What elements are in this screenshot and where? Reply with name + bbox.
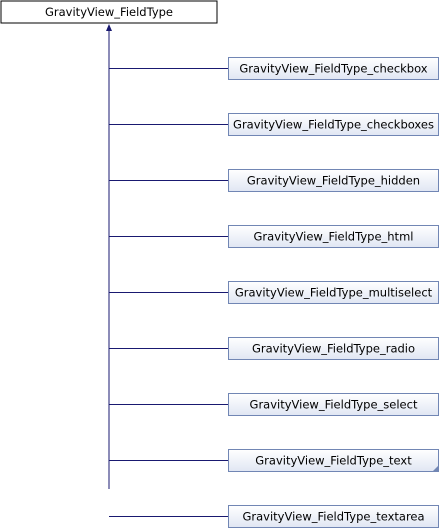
child-class-label: GravityView_FieldType_multiselect	[235, 286, 433, 300]
parent-class-node[interactable]: GravityView_FieldType	[0, 0, 218, 24]
child-class-label: GravityView_FieldType_checkboxes	[233, 118, 434, 132]
child-class-label: GravityView_FieldType_text	[255, 454, 412, 468]
child-class-node[interactable]: GravityView_FieldType_html	[228, 225, 439, 248]
child-class-label: GravityView_FieldType_textarea	[242, 510, 424, 524]
child-class-label: GravityView_FieldType_checkbox	[239, 62, 427, 76]
child-class-label: GravityView_FieldType_select	[250, 398, 418, 412]
child-class-node[interactable]: GravityView_FieldType_radio	[228, 337, 439, 360]
inheritance-arrowhead	[106, 24, 112, 31]
child-class-label: GravityView_FieldType_html	[254, 230, 414, 244]
child-class-node[interactable]: GravityView_FieldType_textarea	[228, 505, 439, 528]
child-class-node[interactable]: GravityView_FieldType_checkbox	[228, 57, 439, 80]
child-class-label: GravityView_FieldType_hidden	[247, 174, 420, 188]
child-class-node[interactable]: GravityView_FieldType_hidden	[228, 169, 439, 192]
child-class-nodes: GravityView_FieldType_checkboxGravityVie…	[109, 57, 439, 528]
child-class-label: GravityView_FieldType_radio	[252, 342, 415, 356]
more-subclasses-indicator	[432, 465, 439, 472]
child-class-node[interactable]: GravityView_FieldType_multiselect	[228, 281, 439, 304]
parent-class-label: GravityView_FieldType	[45, 5, 173, 19]
child-class-node[interactable]: GravityView_FieldType_select	[228, 393, 439, 416]
child-class-node[interactable]: GravityView_FieldType_text	[228, 449, 439, 472]
child-class-node[interactable]: GravityView_FieldType_checkboxes	[228, 113, 439, 136]
